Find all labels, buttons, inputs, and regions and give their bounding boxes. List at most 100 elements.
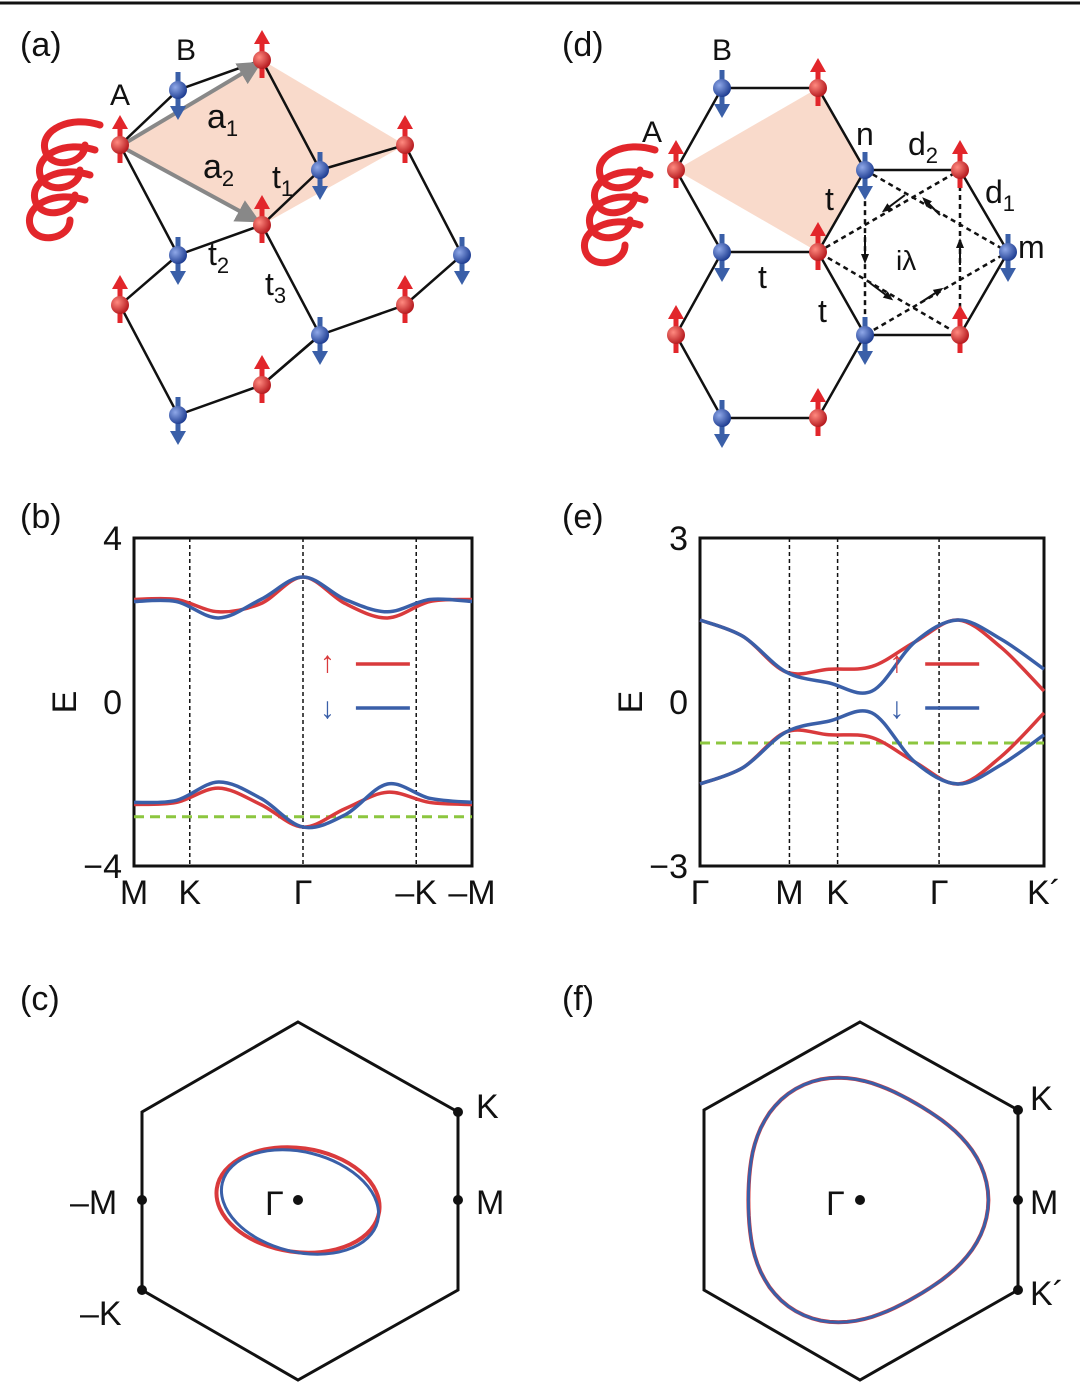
neg-k-point (137, 1285, 147, 1295)
y-tick-label: 0 (669, 684, 688, 722)
atom-red (809, 388, 827, 436)
atom-red (253, 195, 271, 243)
gamma-point (855, 1195, 865, 1205)
x-tick-label: –K (395, 874, 437, 912)
x-tick-label: M (120, 874, 148, 912)
atom-blue (169, 72, 187, 120)
atom-red (951, 140, 969, 188)
hopping-arrows (861, 194, 964, 304)
label-site-a: A (642, 116, 662, 149)
y-tick-label: 3 (669, 520, 688, 558)
atom-red (951, 305, 969, 353)
light-spiral-icon (26, 118, 104, 242)
x-tick-label: K´ (1027, 874, 1061, 912)
atoms-d (667, 58, 1017, 448)
panel-d-lattice: A B n m d2 d1 t t t iλ (581, 34, 1045, 448)
label-t: t (818, 293, 827, 329)
legend-down-arrow-icon: ↓ (320, 692, 335, 725)
gamma-point (293, 1195, 303, 1205)
atom-blue (713, 400, 731, 448)
atom-red (111, 115, 129, 163)
y-tick-label: 4 (103, 520, 122, 558)
panel-e-tag: (e) (562, 498, 604, 536)
neg-m-point (137, 1195, 147, 1205)
panel-c-tag: (c) (20, 980, 60, 1018)
x-tick-label: Γ (691, 874, 710, 912)
band-lower-spin_up (699, 711, 1046, 786)
atom-blue (856, 317, 874, 365)
y-tick-label: −3 (649, 848, 688, 886)
contour-spin-down (219, 1148, 381, 1256)
contour-spin-up (746, 1075, 991, 1325)
vector-a2 (121, 145, 261, 223)
legend-up-arrow-icon: ↑ (320, 646, 335, 679)
atom-blue (453, 237, 471, 285)
atom-red (111, 275, 129, 323)
label-m: M (1030, 1184, 1058, 1222)
legend-up-arrow-icon: ↑ (889, 646, 904, 679)
label-m: M (476, 1184, 504, 1222)
band-upper-spin_down (699, 618, 1046, 695)
y-axis-label: E (612, 691, 650, 714)
y-tick-label: −4 (83, 848, 122, 886)
panel-d-tag: (d) (562, 26, 604, 64)
label-n: n (856, 116, 874, 152)
atom-blue (169, 237, 187, 285)
k-point (1013, 1105, 1023, 1115)
label-t: t (825, 181, 834, 217)
lattice-bonds (118, 58, 464, 417)
y-tick-label: 0 (103, 684, 122, 722)
panel-a-tag: (a) (20, 26, 62, 64)
label-a1: a1 (207, 98, 238, 141)
band-upper-spin_up (699, 618, 1046, 693)
x-tick-label: M (775, 874, 803, 912)
label-t2: t2 (208, 236, 229, 278)
x-tick-label: –M (448, 874, 495, 912)
plot-frame (698, 536, 1046, 868)
label-k: K (476, 1088, 499, 1126)
panel-b-tag: (b) (20, 498, 62, 536)
label-neg-k: –K (80, 1295, 122, 1333)
kprime-point (1013, 1285, 1023, 1295)
label-d2: d2 (908, 126, 938, 168)
label-gamma: Γ (826, 1185, 845, 1223)
label-lambda: iλ (896, 245, 916, 276)
x-tick-label: Γ (930, 874, 949, 912)
k-point (453, 1107, 463, 1117)
label-k: K (1030, 1080, 1053, 1118)
atom-red (667, 140, 685, 188)
atoms-a (111, 30, 471, 445)
atom-red (253, 30, 271, 78)
band-lower-spin_down (133, 780, 473, 830)
x-tick-label: Γ (294, 874, 313, 912)
atom-red (667, 305, 685, 353)
panel-a-lattice: A B a1 a2 t1 t2 t3 (26, 30, 471, 445)
vector-a1 (120, 61, 263, 147)
m-point (453, 1195, 463, 1205)
band-lower-spin_down (699, 709, 1046, 786)
atom-blue (856, 152, 874, 200)
panel-f-tag: (f) (562, 980, 594, 1018)
atom-blue (311, 152, 329, 200)
unit-cell (676, 88, 865, 252)
label-site-a: A (110, 79, 130, 112)
label-site-b: B (712, 34, 732, 67)
light-spiral-icon (581, 143, 659, 267)
m-point (1013, 1195, 1023, 1205)
label-kprime: K´ (1030, 1275, 1064, 1313)
label-t: t (758, 259, 767, 295)
x-tick-label: K (178, 874, 201, 912)
atom-blue (713, 70, 731, 118)
atom-red (809, 58, 827, 106)
atom-red (809, 222, 827, 270)
atom-red (396, 115, 414, 163)
label-t3: t3 (265, 266, 286, 308)
label-gamma: Γ (265, 1185, 284, 1223)
label-a2: a2 (203, 148, 234, 191)
atom-red (396, 275, 414, 323)
panel-c-brillouin-zone: Γ K M –M –K (70, 1020, 504, 1382)
label-site-b: B (176, 34, 196, 67)
